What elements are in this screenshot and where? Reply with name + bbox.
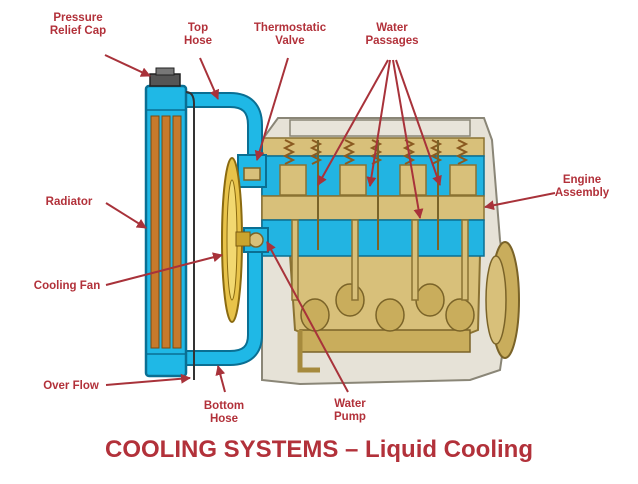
- label-water-pump: Water Pump: [320, 398, 380, 424]
- label-water-passages-line1: Water: [376, 22, 408, 34]
- label-thermostatic-valve-line2: Valve: [275, 35, 305, 47]
- label-radiator-text: Radiator: [45, 196, 93, 208]
- label-water-passages: Water Passages: [350, 22, 434, 48]
- arrow-engine-assembly: [484, 192, 556, 211]
- pistons: [279, 164, 477, 301]
- radiator: [144, 84, 188, 378]
- label-cooling-fan-text: Cooling Fan: [33, 280, 101, 292]
- label-water-pump-line1: Water: [334, 398, 366, 410]
- label-pressure-relief-cap-line2: Relief Cap: [49, 25, 107, 37]
- flywheel: [485, 241, 520, 359]
- crankcase: [288, 254, 482, 373]
- label-engine-assembly: Engine Assembly: [546, 174, 618, 200]
- label-over-flow-text: Over Flow: [43, 380, 99, 392]
- label-water-passages-line2: Passages: [365, 35, 419, 47]
- arrow-water-passage-4: [395, 59, 442, 186]
- arrow-water-passage-1: [317, 59, 389, 186]
- arrow-pressure-relief-cap: [104, 54, 151, 77]
- label-radiator: Radiator: [34, 196, 104, 209]
- overflow-tube: [185, 91, 195, 380]
- label-bottom-hose-line1: Bottom: [203, 400, 245, 412]
- arrow-radiator: [105, 202, 147, 229]
- arrow-water-pump: [266, 241, 349, 393]
- valve-springs: [282, 139, 469, 165]
- label-top-hose: Top Hose: [168, 22, 228, 48]
- label-arrows: [104, 54, 556, 393]
- arrow-cooling-fan: [105, 252, 223, 286]
- arrow-water-passage-3: [392, 59, 424, 219]
- label-bottom-hose: Bottom Hose: [192, 400, 256, 426]
- arrow-over-flow: [105, 373, 191, 386]
- label-over-flow: Over Flow: [36, 380, 106, 393]
- thermostat-housing: [237, 154, 267, 188]
- label-top-hose-line2: Hose: [183, 35, 213, 47]
- label-thermostatic-valve: Thermostatic Valve: [240, 22, 340, 48]
- arrow-water-passage-2: [366, 59, 391, 187]
- label-top-hose-line1: Top: [187, 22, 209, 34]
- arrow-top-hose: [199, 57, 219, 100]
- label-pressure-relief-cap-line1: Pressure: [53, 12, 103, 24]
- label-engine-assembly-line2: Assembly: [554, 187, 610, 199]
- label-cooling-fan: Cooling Fan: [28, 280, 106, 293]
- label-water-pump-line2: Pump: [334, 411, 366, 423]
- coolant-hoses: [170, 92, 263, 366]
- push-rods: [317, 140, 439, 250]
- label-thermostatic-valve-line1: Thermostatic: [253, 22, 327, 34]
- arrow-thermostatic-valve: [254, 57, 289, 161]
- cooling-fan: [221, 157, 251, 323]
- page-title: COOLING SYSTEMS – Liquid Cooling: [105, 436, 533, 463]
- pressure-cap: [149, 67, 181, 87]
- label-bottom-hose-line2: Hose: [209, 413, 239, 425]
- arrow-bottom-hose: [215, 365, 226, 393]
- label-engine-assembly-line1: Engine: [562, 174, 602, 186]
- label-pressure-relief-cap: Pressure Relief Cap: [28, 12, 128, 38]
